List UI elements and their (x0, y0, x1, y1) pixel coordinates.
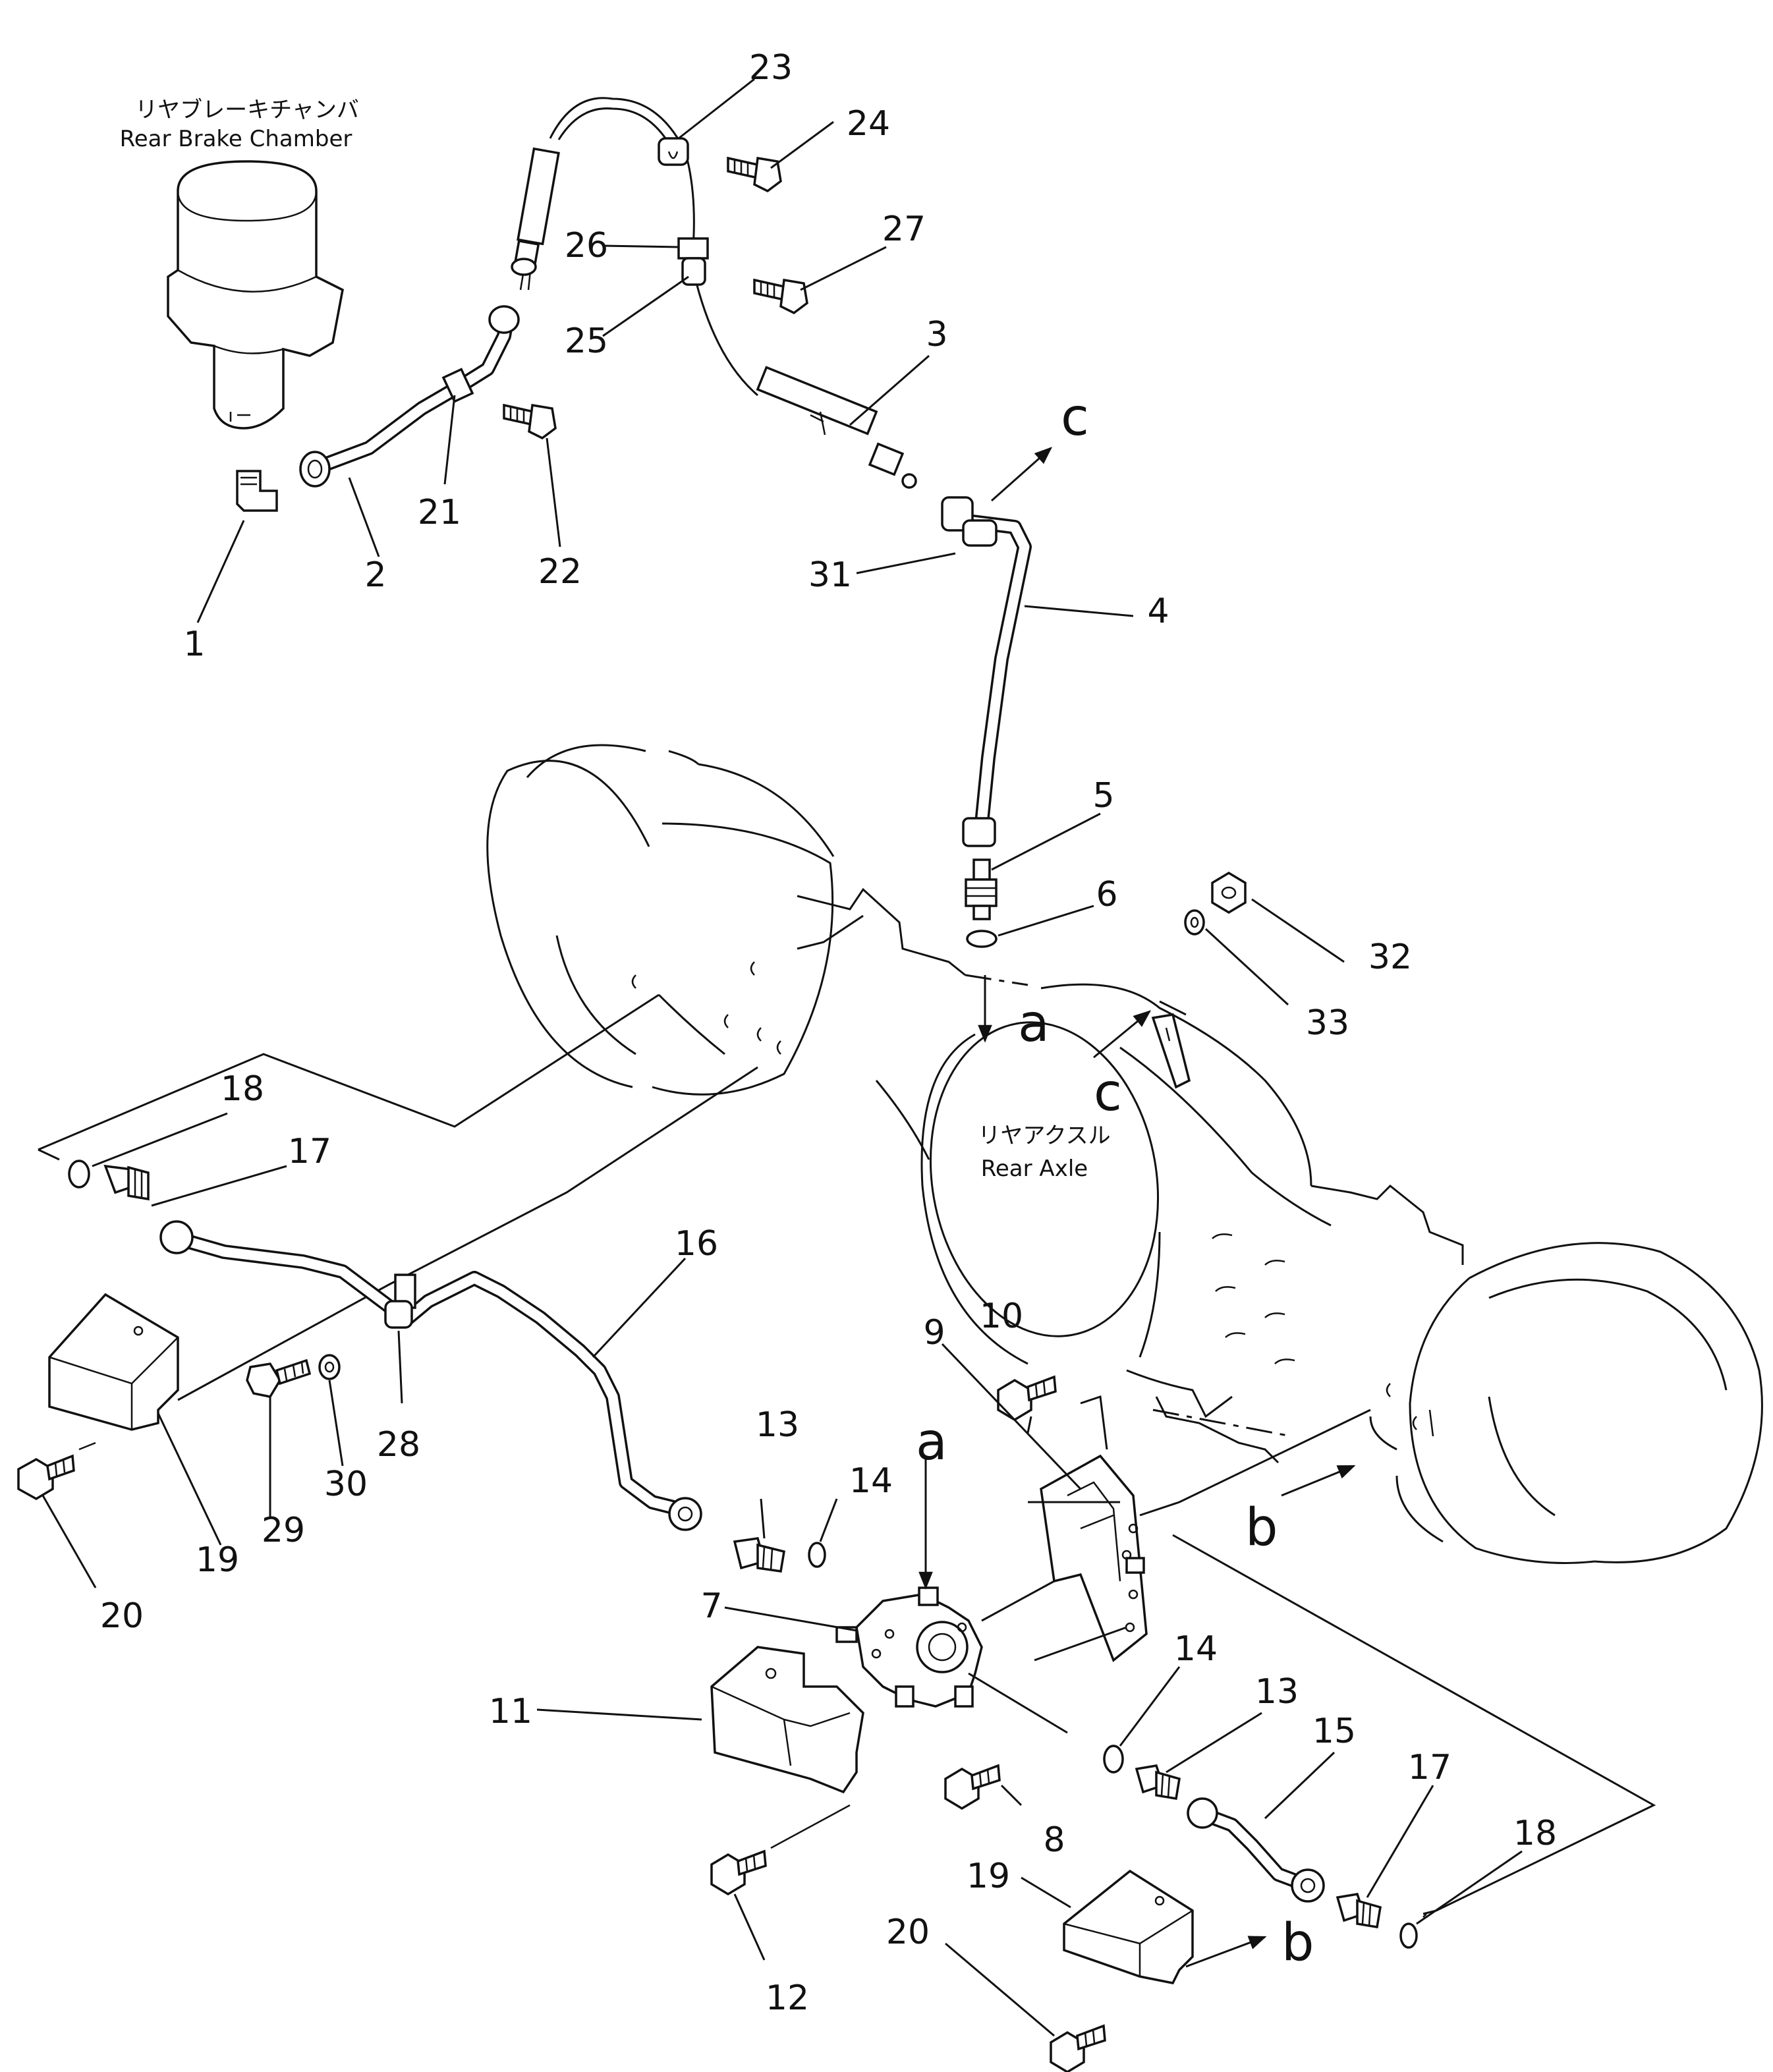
connector-17-left (103, 1164, 150, 1201)
part-number-32: 32 (1368, 938, 1412, 977)
leader-plane-left (38, 994, 660, 1151)
part-number-28: 28 (377, 1425, 420, 1465)
part-number-9: 9 (923, 1313, 945, 1353)
part-number-30: 30 (324, 1465, 368, 1504)
part-number-33: 33 (1306, 1003, 1349, 1043)
bolt-27 (753, 278, 808, 315)
bolt-20-lower (1050, 2024, 1106, 2072)
leader-line-left (177, 1066, 758, 1401)
o-ring-18-lower (1399, 1922, 1418, 1949)
brake-tube-upper (299, 305, 520, 488)
part-number-27: 27 (882, 210, 926, 249)
letter-a-valve: a (916, 1413, 947, 1472)
connector-17-lower (1336, 1893, 1382, 1929)
part-number-25: 25 (565, 322, 608, 361)
letter-b-lower: b (1281, 1913, 1314, 1973)
letter-c-axle: c (1094, 1063, 1122, 1123)
part-number-1: 1 (183, 625, 205, 664)
part-number-17-left: 17 (288, 1132, 331, 1171)
relay-valve-7 (835, 1586, 983, 1708)
part-number-21: 21 (418, 493, 461, 532)
part-number-29: 29 (262, 1511, 305, 1550)
bolt-12 (710, 1849, 767, 1896)
o-ring-6 (966, 930, 998, 948)
bolt-20-left (17, 1454, 75, 1501)
leader-plane-right (1139, 1409, 1371, 1517)
part-number-23: 23 (749, 48, 793, 88)
part-number-20-lower: 20 (886, 1913, 930, 1952)
part-number-2: 2 (364, 555, 386, 595)
part-number-labels: 1 2 3 4 5 6 7 8 9 10 11 12 13 14 13 14 1… (100, 48, 1557, 2018)
bolt-8 (944, 1764, 1001, 1810)
elbow-fitting (236, 470, 278, 512)
rear-brake-chamber (167, 160, 344, 430)
part-number-22: 22 (538, 552, 582, 592)
cover-19-lower (1063, 1869, 1194, 1984)
hose-clip-upper (658, 137, 689, 166)
hose-clip-middle (677, 237, 709, 286)
brake-tube-short (1187, 1797, 1325, 1903)
part-number-19-left: 19 (196, 1540, 239, 1580)
reference-arrows (918, 447, 1356, 1968)
part-number-13-lower: 13 (1255, 1672, 1299, 1712)
part-number-18-left: 18 (221, 1069, 264, 1109)
connector-13-upper (733, 1537, 785, 1573)
brake-tube-vertical (941, 496, 1032, 847)
part-number-20-left: 20 (100, 1596, 144, 1636)
part-number-8: 8 (1043, 1820, 1065, 1860)
valve-cover-11 (710, 1646, 864, 1794)
bolt-24 (727, 156, 782, 193)
letter-a-axle: a (1018, 994, 1050, 1053)
part-number-10: 10 (980, 1297, 1023, 1336)
cover-19-left (48, 1293, 179, 1431)
part-number-18-lower: 18 (1513, 1814, 1557, 1853)
letter-b-right: b (1245, 1498, 1278, 1557)
axle-caption-jp: リヤアクスル (978, 1123, 1110, 1149)
bolt-22 (503, 403, 557, 440)
part-number-12: 12 (766, 1978, 809, 2018)
washer-30 (318, 1354, 341, 1380)
bolt-10 (997, 1375, 1057, 1422)
connector-13-lower (1135, 1764, 1181, 1801)
brake-chamber-caption-jp: リヤブレーキチャンバ (135, 97, 359, 123)
part-number-17-lower: 17 (1408, 1748, 1451, 1787)
part-number-26: 26 (565, 226, 608, 266)
brake-hose-upper (511, 97, 917, 489)
part-number-11: 11 (489, 1692, 532, 1731)
part-number-6: 6 (1096, 875, 1117, 914)
tube-clamp-28 (384, 1274, 416, 1329)
part-number-14-lower: 14 (1174, 1629, 1218, 1669)
part-number-16: 16 (675, 1224, 718, 1264)
part-number-24: 24 (847, 104, 890, 144)
part-number-19-lower: 19 (967, 1857, 1010, 1896)
rear-axle (486, 744, 1763, 1564)
letter-c-upper: c (1061, 388, 1089, 447)
bolt-29 (246, 1358, 312, 1398)
part-number-13-upper: 13 (756, 1405, 799, 1445)
part-number-15: 15 (1312, 1712, 1356, 1751)
o-ring-18-left (68, 1160, 90, 1189)
part-number-5: 5 (1092, 776, 1114, 816)
axle-caption-en: Rear Axle (981, 1156, 1088, 1182)
leader-lines (42, 78, 1523, 2037)
nut-32 (1211, 871, 1247, 914)
part-number-7: 7 (700, 1586, 722, 1626)
part-number-3: 3 (926, 315, 947, 354)
valve-bracket-9 (1040, 1454, 1148, 1662)
o-ring-14-upper (808, 1542, 826, 1568)
o-ring-14-lower (1103, 1745, 1124, 1774)
axle-bracket (1151, 1013, 1191, 1089)
washer-33 (1184, 909, 1205, 936)
brake-tube-left (159, 1220, 702, 1531)
brake-chamber-caption-en: Rear Brake Chamber (120, 126, 352, 152)
part-number-4: 4 (1147, 592, 1169, 631)
part-number-31: 31 (808, 555, 852, 595)
connector-5 (965, 858, 998, 920)
part-number-14-upper: 14 (849, 1461, 893, 1501)
